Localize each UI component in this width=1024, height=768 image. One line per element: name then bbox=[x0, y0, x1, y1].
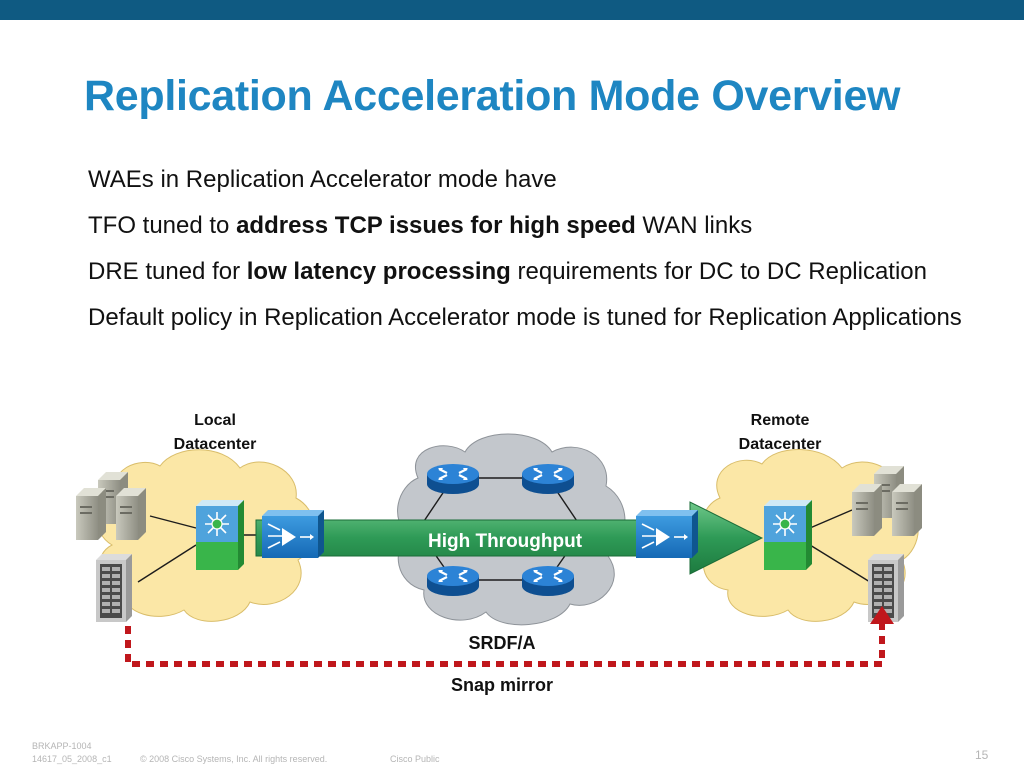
remote-datacenter-label: Remote bbox=[751, 412, 810, 429]
bullet-item: TFO tuned to address TCP issues for high… bbox=[88, 212, 753, 239]
multilayer-switch-icon bbox=[195, 499, 245, 571]
multilayer-switch-icon bbox=[763, 499, 813, 571]
replication-label-srdf: SRDF/A bbox=[469, 633, 536, 653]
wae-accelerator-icon bbox=[635, 509, 699, 559]
bullet-item: DRE tuned for low latency processing req… bbox=[88, 258, 927, 285]
local-datacenter-label: Local bbox=[194, 412, 236, 429]
replication-label-snap-mirror: Snap mirror bbox=[451, 675, 553, 695]
remote-datacenter-label: Datacenter bbox=[739, 436, 822, 453]
footer-code: 14617_05_2008_c1 bbox=[32, 754, 112, 764]
server-icon bbox=[892, 484, 922, 536]
top-banner bbox=[0, 0, 1024, 20]
router-icon bbox=[425, 462, 481, 496]
replication-path bbox=[125, 622, 885, 667]
footer-session: BRKAPP-1004 bbox=[32, 741, 92, 751]
router-icon bbox=[520, 462, 576, 496]
slide-title: Replication Acceleration Mode Overview bbox=[84, 72, 901, 120]
bullet-item: WAEs in Replication Accelerator mode hav… bbox=[88, 166, 557, 193]
server-icon bbox=[116, 488, 146, 540]
server-icon bbox=[76, 488, 106, 540]
wae-accelerator-icon bbox=[261, 509, 325, 559]
storage-array-icon bbox=[96, 554, 132, 622]
bullet-item: Default policy in Replication Accelerato… bbox=[88, 304, 962, 331]
router-icon bbox=[425, 564, 481, 598]
footer-copyright: © 2008 Cisco Systems, Inc. All rights re… bbox=[140, 754, 328, 764]
bullet-list: WAEs in Replication Accelerator mode hav… bbox=[88, 165, 968, 349]
pipe-label: High Throughput bbox=[428, 531, 583, 552]
storage-array-icon bbox=[868, 554, 904, 622]
page-number: 15 bbox=[975, 748, 989, 762]
local-datacenter-label: Datacenter bbox=[174, 436, 257, 453]
remote-lan-links bbox=[809, 509, 871, 583]
router-icon bbox=[520, 564, 576, 598]
server-icon bbox=[852, 484, 882, 536]
footer-classification: Cisco Public bbox=[390, 754, 440, 764]
replication-arrowhead bbox=[870, 606, 894, 624]
